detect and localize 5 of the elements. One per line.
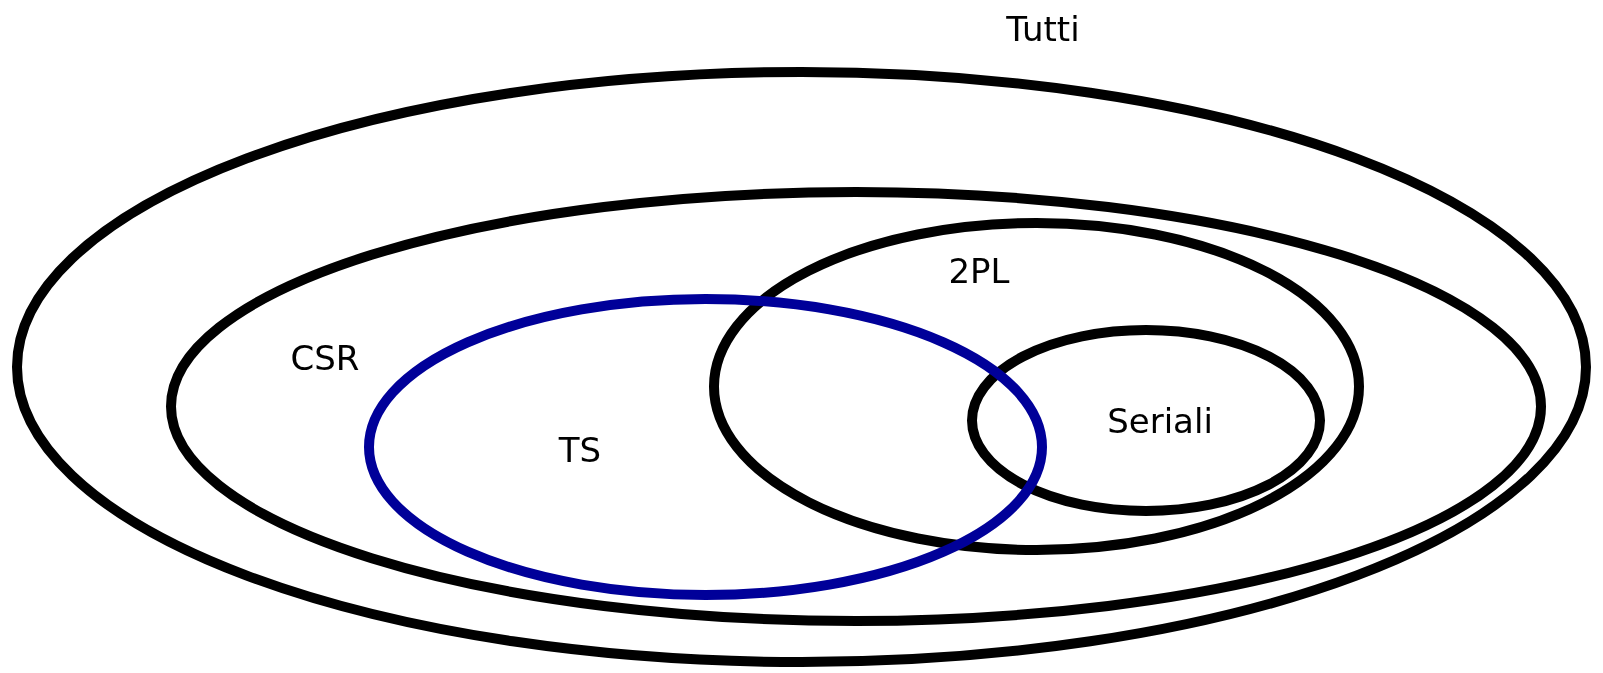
- set-label: Seriali: [1107, 401, 1213, 441]
- set-label: CSR: [290, 338, 360, 378]
- set-label: Tutti: [1006, 9, 1080, 49]
- set-label: 2PL: [948, 251, 1010, 291]
- set-label: TS: [558, 430, 602, 470]
